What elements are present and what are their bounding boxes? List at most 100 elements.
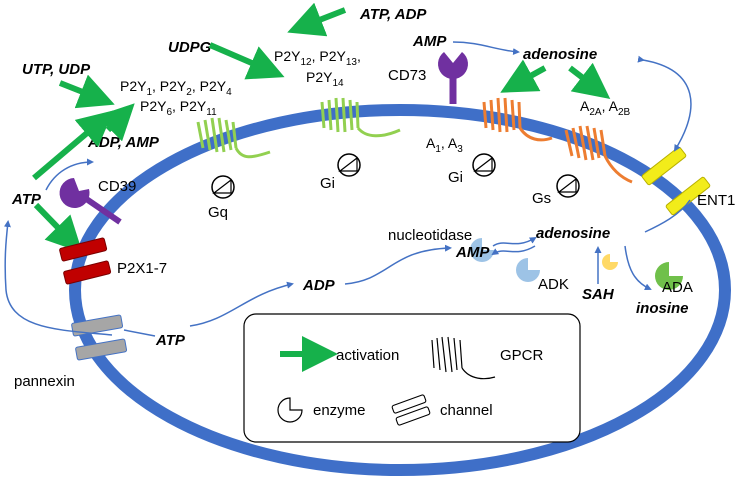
flow-arrow-pannexin-atp-release	[3, 220, 113, 336]
gi-protein-a1	[472, 153, 496, 177]
flow-arrow-adenosine-to-inosine	[624, 245, 652, 291]
p2y11: , P2Y	[172, 98, 207, 114]
gs-protein	[556, 174, 580, 198]
label-cd73: CD73	[388, 67, 426, 84]
legend-channel-label: channel	[440, 402, 493, 419]
p2y4: , P2Y	[192, 78, 227, 94]
label-a2a-a2b: A2A, A2B	[580, 98, 630, 118]
flow-arrow-atp-to-adp-amp	[45, 158, 94, 191]
label-p2y-gq-line2: P2Y6, P2Y11	[140, 98, 217, 118]
legend-gpcr-label: GPCR	[500, 347, 544, 364]
label-p2y-gi-line2: P2Y14	[306, 69, 344, 89]
flow-arrow-amp-to-adenosine-int	[492, 236, 537, 247]
activation-arrow-utp-udp	[58, 74, 115, 109]
label-adk: ADK	[538, 276, 569, 293]
label-pannexin: pannexin	[14, 373, 75, 390]
p2y13: , P2Y	[312, 48, 347, 64]
p2y2: , P2Y	[152, 78, 187, 94]
legend-gpcr-icon	[431, 336, 496, 380]
label-p2x: P2X1-7	[117, 260, 167, 277]
gq-protein	[211, 175, 235, 199]
label-atp-adp-top: ATP, ADP	[359, 6, 427, 23]
activation-arrow-atp-p2y	[32, 110, 114, 181]
label-adp-int: ADP	[302, 277, 336, 294]
a2a-a2b-receptor	[564, 125, 633, 184]
cell-membrane	[69, 104, 731, 476]
label-ada: ADA	[662, 279, 693, 296]
label-atp-int: ATP	[155, 332, 186, 349]
p2y2-sub: 2	[186, 87, 192, 98]
p2y14-sub: 14	[332, 78, 344, 89]
p2y1-sub: 1	[146, 87, 152, 98]
label-nucleotidase: nucleotidase	[388, 227, 472, 244]
flow-arrow-adp-to-amp	[344, 244, 452, 285]
label-adenosine-int: adenosine	[536, 225, 610, 242]
p2y6-sub: 6	[166, 107, 172, 118]
a2a-sub: 2A	[589, 107, 602, 118]
label-a1-a3: A1, A3	[426, 135, 463, 155]
p2y14: P2Y	[306, 69, 333, 85]
cd73-enzyme	[437, 52, 468, 104]
p2y12-sub: 12	[300, 57, 312, 68]
a2b-sub: 2B	[618, 107, 631, 118]
nucleotidase-enzyme	[470, 238, 494, 262]
a2b: , A	[602, 98, 619, 114]
flow-arrow-ent1-bidirectional	[637, 55, 692, 152]
p2y6: P2Y	[140, 98, 167, 114]
ent1-transporter	[641, 146, 711, 216]
gi-protein-p2y	[337, 153, 361, 177]
label-gq: Gq	[208, 204, 228, 221]
legend-activation-label: activation	[336, 347, 399, 364]
label-gi-p2y: Gi	[320, 175, 335, 192]
flow-arrow-atp-to-pannexin	[123, 329, 156, 337]
p2y-gi-comma: ,	[357, 48, 361, 64]
cd39-enzyme	[59, 178, 122, 225]
p2y12: P2Y	[274, 48, 301, 64]
label-amp-top: AMP	[412, 33, 447, 50]
adk-enzyme	[516, 258, 540, 282]
label-amp-int: AMP	[455, 244, 490, 261]
legend-enzyme-label: enzyme	[313, 402, 366, 419]
label-ent1: ENT1	[697, 192, 735, 209]
p2y-gq-receptor	[196, 117, 271, 159]
label-gs: Gs	[532, 190, 551, 207]
label-adenosine-ext: adenosine	[523, 46, 597, 63]
legend-channel-icon	[391, 394, 431, 426]
flow-arrow-ent1-to-adenosine	[644, 199, 691, 233]
label-utp-udp: UTP, UDP	[22, 61, 91, 78]
a2a: A	[580, 98, 590, 114]
ada-enzyme	[655, 262, 683, 290]
a3-sub: 3	[457, 144, 463, 155]
p2y-gi-receptor	[320, 97, 401, 138]
label-atp-left: ATP	[11, 191, 42, 208]
legend-enzyme-icon	[277, 397, 303, 423]
activation-arrow-adenosine-a2	[568, 62, 611, 99]
activation-arrow-adp-amp	[96, 103, 135, 142]
flow-arrow-amp-to-adenosine	[452, 41, 520, 56]
p2x-channel	[59, 237, 112, 285]
label-udpg: UDPG	[168, 39, 212, 56]
a3: , A	[441, 135, 458, 151]
label-cd39: CD39	[98, 178, 136, 195]
a1: A	[426, 135, 436, 151]
activation-arrow-atp-adp	[287, 2, 347, 37]
a1-sub: 1	[435, 144, 441, 155]
legend-box: activation GPCR enzyme channel	[243, 313, 581, 443]
flow-arrow-atp-to-adp	[189, 281, 294, 327]
label-gi-a1: Gi	[448, 169, 463, 186]
a1-a3-receptor	[482, 97, 553, 142]
label-adp-amp: ADP, AMP	[87, 134, 160, 151]
label-sah: SAH	[582, 286, 615, 303]
activation-arrow-udpg	[208, 42, 285, 80]
label-inosine: inosine	[636, 300, 689, 317]
activation-arrow-atp-p2x	[33, 202, 83, 253]
label-p2y-gq-line1: P2Y1, P2Y2, P2Y4	[120, 78, 232, 98]
sah-enzyme	[602, 254, 618, 270]
p2y11-sub: 11	[206, 107, 217, 118]
p2y1: P2Y	[120, 78, 147, 94]
p2y4-sub: 4	[226, 87, 232, 98]
pannexin-channel	[71, 314, 128, 361]
flow-arrow-adenosine-to-amp-int	[491, 245, 536, 256]
label-p2y-gi-line1: P2Y12, P2Y13,	[274, 48, 361, 68]
